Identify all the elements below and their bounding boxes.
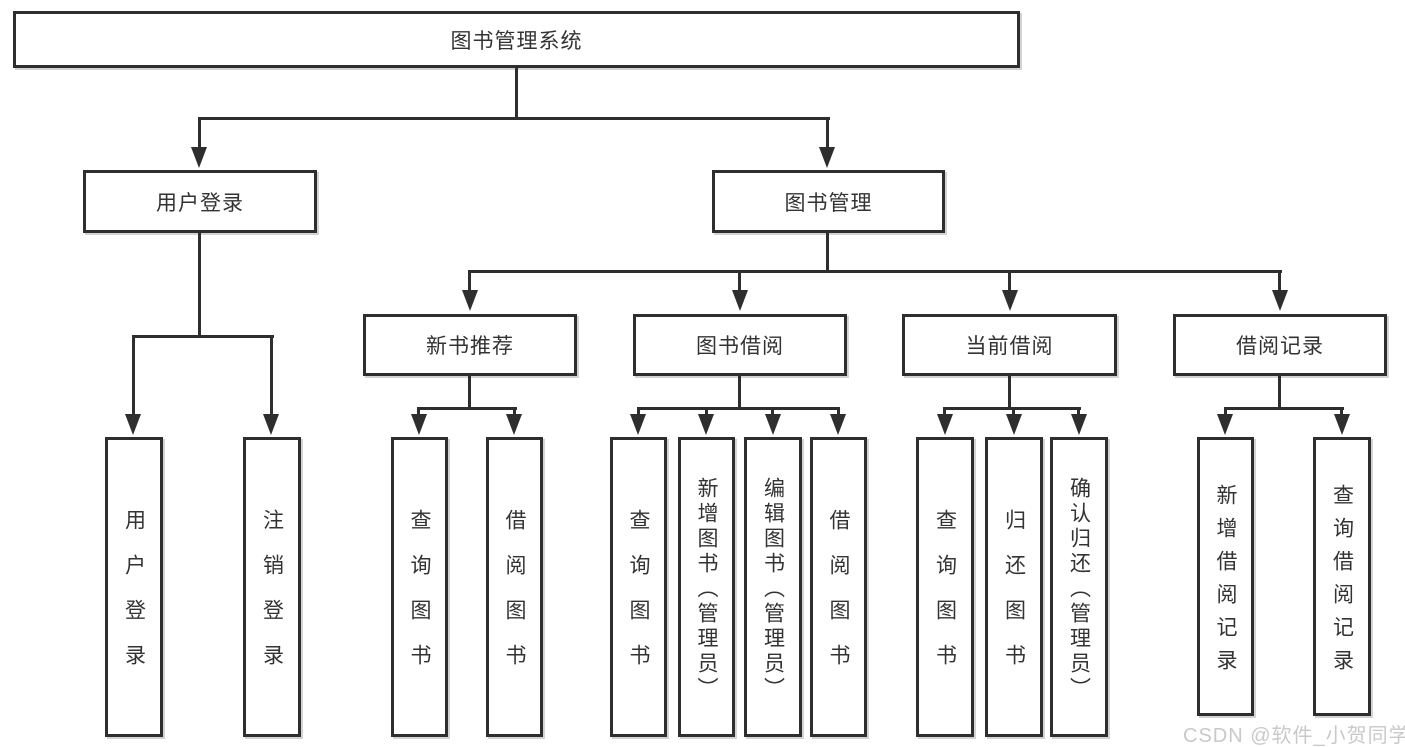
leaf-borrow-books-borrow-label: 借阅图书: [827, 509, 850, 689]
connector-arrow: [506, 414, 522, 435]
leaf-query-books-borrow-label: 查询图书: [627, 509, 650, 689]
connector-arrow: [263, 414, 279, 435]
leaf-return-books-label: 归还图书: [1002, 509, 1026, 689]
leaf-add-borrow-record: 新增借阅记录: [1197, 437, 1254, 716]
connector-line: [198, 117, 201, 147]
leaf-confirm-return-admin: 确认归还（管理员）: [1050, 437, 1108, 737]
connector-arrow: [830, 414, 846, 435]
leaf-query-borrow-record: 查询借阅记录: [1313, 437, 1371, 716]
node-book-management-label: 图书管理: [784, 191, 873, 215]
connector-line: [132, 335, 274, 338]
leaf-add-books-admin-label: 新增图书（管理员）: [695, 476, 718, 702]
leaf-add-books-admin: 新增图书（管理员）: [678, 437, 735, 737]
connector-arrow: [937, 414, 953, 435]
node-book-borrow: 图书借阅: [633, 314, 847, 376]
connector-arrow: [411, 414, 427, 435]
leaf-return-books: 归还图书: [985, 437, 1043, 737]
node-new-book-recommend: 新书推荐: [363, 314, 577, 376]
connector-arrow: [819, 147, 835, 168]
node-current-borrow-label: 当前借阅: [965, 335, 1054, 358]
connector-line: [132, 335, 135, 417]
connector-line: [837, 407, 840, 419]
leaf-borrow-books-borrow: 借阅图书: [810, 437, 867, 737]
leaf-logout-login: 注销登录: [243, 437, 301, 737]
connector-line: [826, 117, 829, 147]
connector-line: [705, 407, 708, 419]
leaf-query-books-current-label: 查询图书: [933, 509, 957, 689]
connector-line: [1278, 375, 1281, 410]
leaf-query-books-newbook: 查询图书: [391, 437, 448, 737]
connector-line: [513, 407, 516, 419]
connector-line: [1008, 375, 1011, 410]
node-book-management: 图书管理: [712, 170, 945, 233]
connector-arrow: [1006, 414, 1022, 435]
connector-line: [738, 270, 741, 294]
connector-line: [1340, 407, 1343, 419]
leaf-add-borrow-record-label: 新增借阅记录: [1214, 483, 1237, 682]
connector-arrow: [765, 414, 781, 435]
connector-arrow: [732, 290, 748, 311]
leaf-edit-books-admin: 编辑图书（管理员）: [744, 437, 802, 737]
connector-arrow: [1272, 290, 1288, 311]
connector-line: [1008, 270, 1011, 294]
connector-line: [826, 232, 829, 273]
node-root: 图书管理系统: [13, 11, 1020, 68]
connector-line: [1012, 407, 1015, 419]
csdn-watermark: CSDN @软件_小贺同学: [1183, 725, 1405, 747]
connector-line: [1224, 407, 1344, 410]
connector-line: [771, 407, 774, 419]
leaf-edit-books-admin-label: 编辑图书（管理员）: [761, 476, 785, 702]
node-user-login-label: 用户登录: [156, 191, 244, 215]
connector-arrow: [125, 414, 141, 435]
connector-line: [1224, 407, 1227, 419]
leaf-borrow-books-newbook: 借阅图书: [486, 437, 543, 737]
connector-line: [417, 407, 517, 410]
leaf-borrow-books-newbook-label: 借阅图书: [503, 509, 526, 689]
connector-arrow: [191, 147, 207, 168]
connector-arrow: [1334, 414, 1350, 435]
node-current-borrow: 当前借阅: [902, 314, 1117, 376]
node-new-book-recommend-label: 新书推荐: [426, 335, 514, 358]
connector-arrow: [630, 414, 646, 435]
connector-arrow: [1217, 414, 1233, 435]
leaf-query-books-current: 查询图书: [916, 437, 974, 737]
leaf-query-books-borrow: 查询图书: [610, 437, 667, 737]
connector-arrow: [462, 290, 478, 311]
node-book-borrow-label: 图书借阅: [696, 335, 784, 358]
connector-line: [468, 375, 471, 410]
connector-line: [468, 270, 471, 294]
connector-line: [1278, 270, 1281, 294]
connector-line: [270, 335, 273, 417]
leaf-user-login-label: 用户登录: [122, 509, 146, 689]
leaf-query-books-newbook-label: 查询图书: [408, 509, 431, 689]
connector-line: [468, 270, 1282, 273]
connector-line: [417, 407, 420, 419]
connector-arrow: [1002, 290, 1018, 311]
connector-line: [1077, 407, 1080, 419]
node-borrow-records-label: 借阅记录: [1236, 335, 1324, 358]
connector-line: [943, 407, 946, 419]
connector-line: [637, 407, 840, 410]
leaf-confirm-return-admin-label: 确认归还（管理员）: [1067, 476, 1091, 702]
connector-line: [198, 117, 830, 120]
node-borrow-records: 借阅记录: [1173, 314, 1387, 376]
connector-line: [198, 232, 201, 338]
connector-arrow: [1071, 414, 1087, 435]
node-root-label: 图书管理系统: [450, 29, 583, 53]
connector-line: [637, 407, 640, 419]
node-user-login: 用户登录: [83, 170, 317, 233]
leaf-query-borrow-record-label: 查询借阅记录: [1330, 483, 1354, 682]
connector-line: [738, 375, 741, 410]
connector-arrow: [698, 414, 714, 435]
connector-line: [515, 68, 518, 120]
leaf-user-login: 用户登录: [105, 437, 163, 737]
leaf-logout-login-label: 注销登录: [260, 509, 284, 689]
